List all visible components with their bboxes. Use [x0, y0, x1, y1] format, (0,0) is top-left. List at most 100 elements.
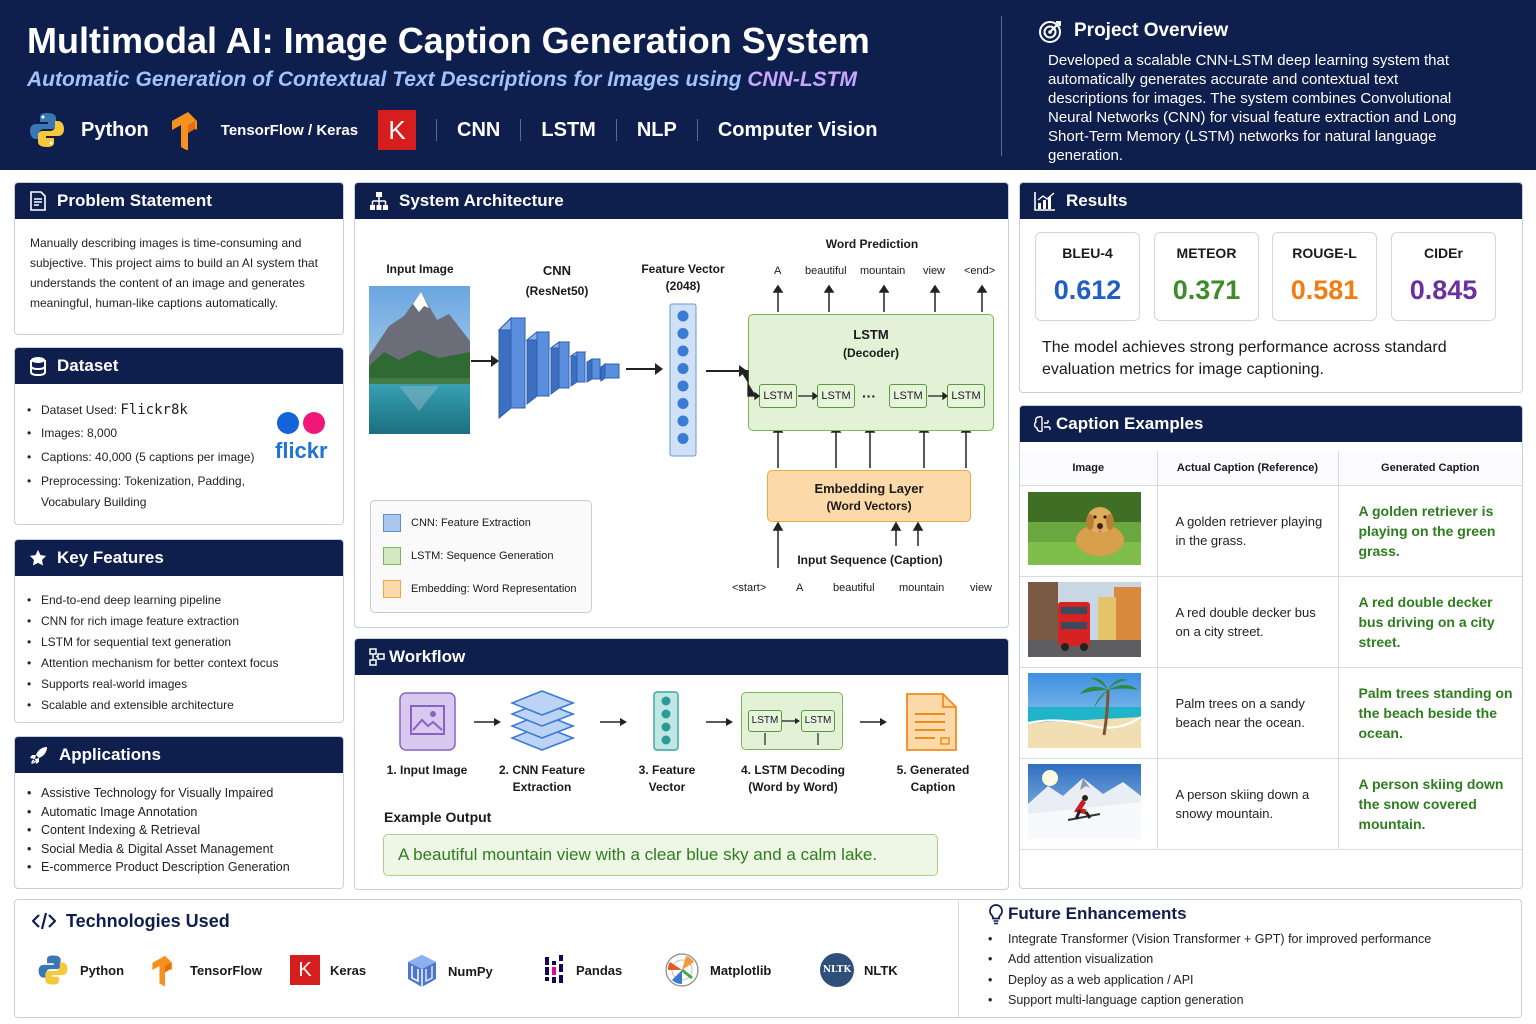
- keras-logo-letter: K: [388, 114, 406, 145]
- tensorflow-logo-icon: [171, 112, 197, 150]
- feature-vector-label: Feature Vector: [641, 262, 725, 276]
- future-item: Support multi-language caption generatio…: [988, 990, 1431, 1011]
- tech-python-label: Python: [81, 118, 149, 141]
- generated-caption: Palm trees standing on the beach beside …: [1337, 667, 1522, 759]
- nltk-badge-text: NLTK: [822, 965, 852, 975]
- nltk-logo-icon: NLTK: [820, 953, 854, 987]
- tech-nlp-label: NLP: [636, 118, 677, 141]
- dataset-title: Dataset: [57, 356, 119, 375]
- tech-item-label: Matplotlib: [710, 962, 772, 978]
- arrow-icon: [782, 718, 800, 724]
- legend-label: LSTM: Sequence Generation: [411, 550, 554, 562]
- metric-name: ROUGE-L: [1292, 245, 1357, 261]
- future-item: Integrate Transformer (Vision Transforme…: [988, 929, 1431, 950]
- features-list: End-to-end deep learning pipeline CNN fo…: [15, 576, 343, 716]
- cnn-layers-diagram: [497, 316, 620, 420]
- feature-vector-column: [669, 303, 697, 457]
- features-header: Key Features: [15, 540, 343, 576]
- header-tech-row: Python TensorFlow / Keras K CNN LSTM NLP…: [27, 108, 877, 152]
- tensorflow-logo-icon: [152, 955, 173, 987]
- workflow-step-label: 1. Input Image: [386, 763, 468, 777]
- future-title: Future Enhancements: [1008, 904, 1187, 923]
- table-cell: [1020, 758, 1157, 850]
- table-row: A red double decker bus on a city street…: [1020, 576, 1522, 668]
- table-row: A golden retriever playing in the grass.…: [1020, 485, 1522, 577]
- cnn-sublabel: (ResNet50): [525, 284, 589, 298]
- input-word: <start>: [732, 582, 767, 594]
- tech-item: TensorFlow: [150, 953, 262, 987]
- application-item: Content Indexing & Retrieval: [27, 821, 343, 840]
- metric-value: 0.581: [1290, 275, 1359, 305]
- dataset-item: Captions: 40,000 (5 captions per image): [27, 445, 263, 469]
- column-header: Actual Caption (Reference): [1156, 451, 1338, 486]
- captions-panel: Caption Examples Image Actual Caption (R…: [1019, 405, 1523, 889]
- tech-item-label: Python: [80, 962, 125, 978]
- actual-caption: A person skiing down a snowy mountain.: [1156, 758, 1338, 850]
- tech-item: NumPy: [406, 954, 493, 988]
- lstm-cell: LSTM: [947, 384, 985, 408]
- layers-icon: [510, 690, 575, 751]
- application-item: E-commerce Product Description Generatio…: [27, 858, 343, 877]
- tech-item: Pandas: [542, 955, 622, 985]
- rocket-icon: [30, 747, 47, 764]
- arrow: [471, 360, 497, 362]
- dataset-list: Dataset Used: Flickr8k Images: 8,000 Cap…: [15, 384, 263, 513]
- pred-word: beautiful: [805, 265, 847, 277]
- page-subtitle: Automatic Generation of Contextual Text …: [27, 68, 857, 92]
- tech-item-label: NLTK: [864, 962, 898, 978]
- keras-logo-icon: K: [290, 955, 320, 985]
- metric-name: METEOR: [1176, 245, 1237, 261]
- lstm-cell: LSTM: [889, 384, 927, 408]
- dataset-used-item: Dataset Used: Flickr8k: [27, 399, 263, 421]
- database-icon: [30, 357, 46, 376]
- legend-swatch-embedding: [383, 580, 401, 598]
- workflow-step-label: 4. LSTM Decoding(Word by Word): [730, 762, 856, 796]
- legend-swatch-cnn: [383, 514, 401, 532]
- applications-header: Applications: [15, 737, 343, 773]
- features-title: Key Features: [57, 548, 164, 567]
- metric-value: 0.612: [1053, 275, 1122, 305]
- cnn-label: CNN: [542, 263, 572, 278]
- bus-image: [1028, 581, 1141, 657]
- feature-item: Scalable and extensible architecture: [27, 695, 343, 716]
- tech-item: NLTK NLTK: [820, 953, 898, 987]
- metric-card: ROUGE-L 0.581: [1272, 232, 1377, 321]
- feature-vector-dim: (2048): [665, 279, 701, 293]
- table-row: Palm trees on a sandy beach near the oce…: [1020, 667, 1522, 759]
- generated-caption: A golden retriever is playing on the gre…: [1337, 485, 1522, 577]
- numpy-logo-icon: [408, 955, 436, 987]
- metric-value: 0.371: [1172, 275, 1241, 305]
- table-header-row: Image Actual Caption (Reference) Generat…: [1020, 451, 1522, 486]
- generated-caption: A person skiing down the snow covered mo…: [1337, 758, 1522, 850]
- matplotlib-logo-icon: [665, 953, 699, 987]
- python-logo-icon: [30, 113, 64, 147]
- tech-lstm-label: LSTM: [541, 118, 596, 141]
- input-word: view: [970, 582, 993, 594]
- workflow-step-line: 2. CNN Feature: [498, 763, 586, 777]
- legend-swatch-lstm: [383, 547, 401, 565]
- caption-document-icon: [906, 693, 957, 751]
- legend-label: Embedding: Word Representation: [411, 583, 577, 595]
- target-icon: [1039, 21, 1061, 43]
- flickr-logo-text: flickr: [275, 438, 328, 463]
- vector-icon: [653, 691, 679, 751]
- hierarchy-icon: [370, 192, 388, 210]
- example-output-text: A beautiful mountain view with a clear b…: [383, 834, 938, 876]
- lstm-cell-connectors: [740, 370, 949, 401]
- dataset-used-label: Dataset Used:: [41, 403, 118, 417]
- mountain-lake-image: [369, 286, 470, 434]
- tech-item: K Keras: [290, 955, 366, 985]
- lstm-cell: LSTM: [759, 384, 797, 408]
- chart-icon: [1034, 192, 1055, 211]
- feature-item: Attention mechanism for better context f…: [27, 653, 343, 674]
- input-sequence-label: Input Sequence (Caption): [797, 553, 943, 567]
- pred-word: view: [923, 265, 946, 277]
- technologies-title: Technologies Used: [66, 911, 230, 931]
- arrow-icon: [474, 718, 501, 726]
- tech-item-label: Keras: [330, 962, 367, 978]
- flickr-logo: flickr: [275, 412, 328, 464]
- beach-image: [1027, 672, 1142, 748]
- table-cell: [1020, 576, 1157, 668]
- pred-word: <end>: [964, 265, 996, 277]
